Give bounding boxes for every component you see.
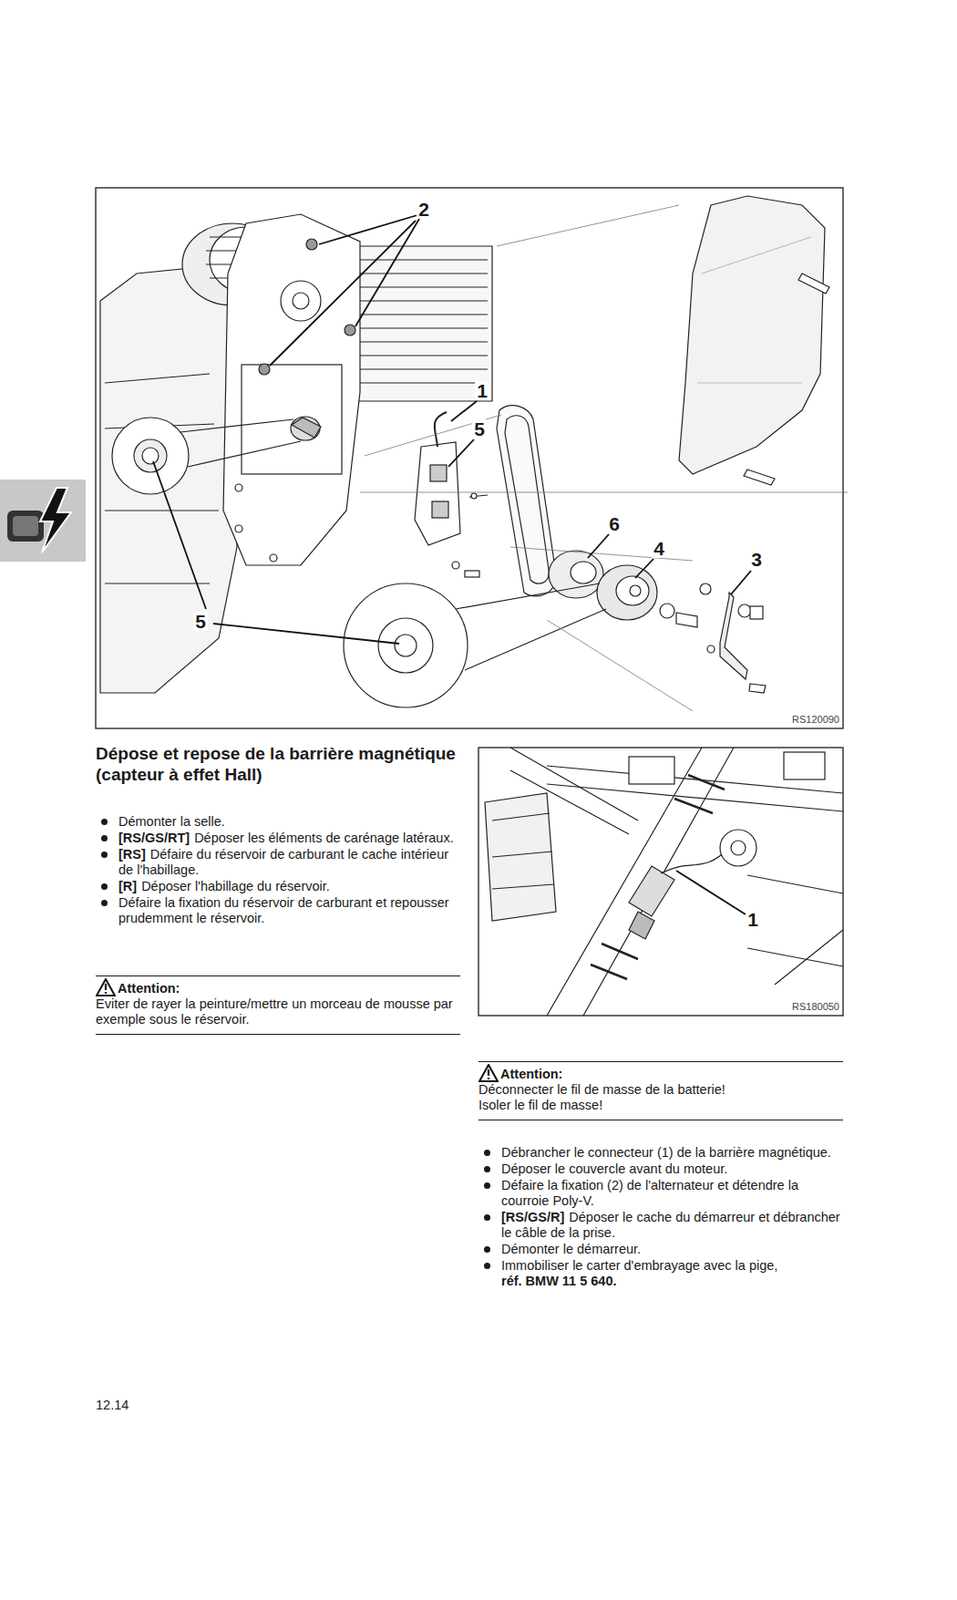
- instruction-text: Défaire la fixation (2) de l'alternateur…: [501, 1177, 799, 1208]
- callout-number: 4: [651, 538, 667, 558]
- section-icon: [0, 479, 86, 562]
- figure-frame: [478, 747, 844, 1016]
- engine-drawing: [100, 195, 848, 711]
- emphasis-text: [RS]: [118, 846, 146, 862]
- figure-code: RS180050: [792, 1001, 840, 1012]
- instruction-text: Immobiliser le carter d'embrayage avec l…: [501, 1257, 778, 1273]
- instruction-text: Défaire la fixation du réservoir de carb…: [118, 895, 450, 926]
- attention-note: Attention:Déconnecter le fil de masse de…: [478, 1060, 844, 1121]
- callout-number: 6: [607, 514, 622, 534]
- emphasis-text: réf. BMW 11 5 640.: [501, 1273, 844, 1289]
- callout-number: 3: [749, 549, 764, 569]
- instruction-text: Déposer les éléments de carénage latérau…: [194, 830, 454, 845]
- callout-number: 1: [745, 909, 761, 929]
- bullet-item: [R]Déposer l'habillage du réservoir.: [95, 878, 461, 895]
- figure-frame: [95, 187, 844, 729]
- callout-number: 5: [472, 419, 487, 439]
- bullet-item: Défaire la fixation (2) de l'alternateur…: [478, 1177, 844, 1209]
- bullet-item: Déposer le couvercle avant du moteur.: [478, 1161, 844, 1177]
- leader-lines: [153, 215, 752, 644]
- emphasis-text: [RS/GS/RT]: [118, 830, 190, 845]
- text-column: Débrancher le connecteur (1) de la barri…: [478, 1144, 844, 1290]
- figure-code: RS120090: [792, 714, 840, 725]
- bullet-item: [RS/GS/R]Déposer le cache du démarreur e…: [478, 1209, 844, 1241]
- bullet-item: Démonter le démarreur.: [478, 1241, 844, 1257]
- photo-drawing: [484, 747, 844, 1016]
- callout-number: 2: [416, 199, 432, 219]
- instruction-text: Démonter le démarreur.: [501, 1241, 641, 1256]
- attention-heading: Attention:: [478, 1063, 844, 1082]
- warning-icon: [95, 977, 116, 997]
- attention-text: Déconnecter le fil de masse de la batter…: [478, 1081, 844, 1098]
- bullet-item: Défaire la fixation du réservoir de carb…: [95, 895, 461, 927]
- text-column: Démonter la selle.[RS/GS/RT] Déposer les …: [95, 813, 461, 927]
- section-title: Dépose et repose de la barrière magnétiq…: [95, 742, 461, 785]
- page-number: 12.14: [95, 1397, 129, 1412]
- leader-line: [676, 870, 746, 915]
- instruction-text: Débrancher le connecteur (1) de la barri…: [501, 1144, 832, 1160]
- attention-heading: Attention:: [95, 977, 461, 997]
- instruction-text: Déposer le couvercle avant du moteur.: [501, 1161, 728, 1176]
- callout-number: 1: [474, 380, 490, 401]
- bullet-item: Démonter la selle.: [95, 813, 461, 830]
- bullet-item: Immobiliser le carter d'embrayage avec l…: [478, 1257, 844, 1289]
- emphasis-text: [RS/GS/R]: [501, 1209, 565, 1225]
- instruction-text: Déposer l'habillage du réservoir.: [141, 878, 330, 894]
- attention-note: Attention:Eviter de rayer la peinture/me…: [95, 975, 461, 1035]
- callout-number: 5: [193, 611, 208, 631]
- text-column: Attention:Eviter de rayer la peinture/me…: [95, 975, 461, 1035]
- attention-label: Attention:: [500, 1066, 563, 1082]
- attention-text: Eviter de rayer la peinture/mettre un mo…: [95, 996, 461, 1028]
- attention-label: Attention:: [117, 980, 180, 997]
- emphasis-text: [R]: [118, 878, 137, 894]
- instruction-text: Démonter la selle.: [118, 813, 226, 829]
- text-column: Attention:Déconnecter le fil de masse de…: [478, 1060, 844, 1121]
- instruction-text: Défaire du réservoir de carburant le cac…: [118, 846, 449, 877]
- warning-icon: [478, 1063, 499, 1082]
- attention-text: Isoler le fil de masse!: [478, 1097, 844, 1113]
- bullet-item: [RS]Défaire du réservoir de carburant le…: [95, 846, 461, 878]
- bullet-item: Débrancher le connecteur (1) de la barri…: [478, 1144, 844, 1161]
- bullet-item: [RS/GS/RT] Déposer les éléments de caréna…: [95, 830, 461, 846]
